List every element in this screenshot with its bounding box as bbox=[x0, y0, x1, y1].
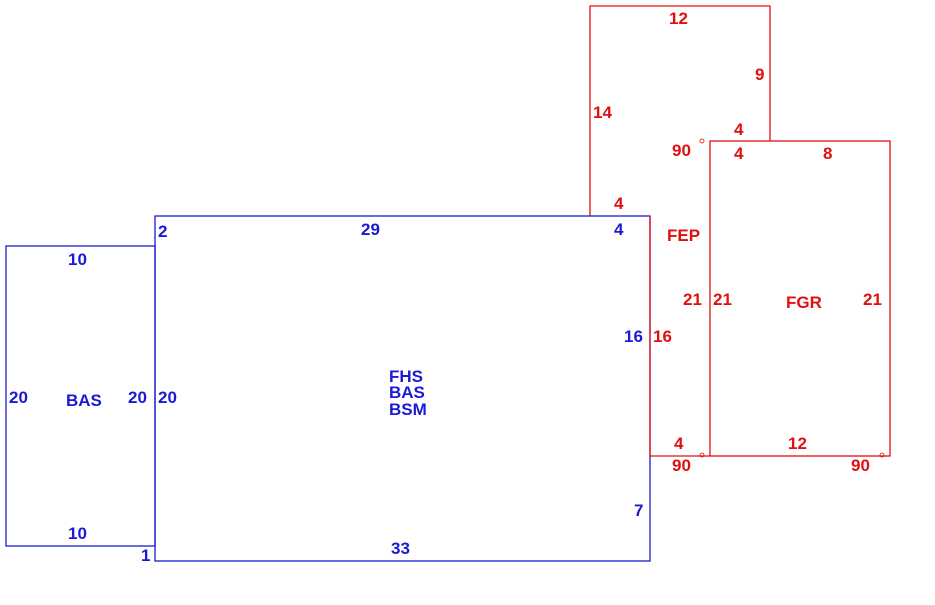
dimension-label: 9 bbox=[755, 65, 764, 84]
dimension-label: 2 bbox=[158, 222, 167, 241]
dimension-label: 4 bbox=[674, 434, 684, 453]
dimension-label: 33 bbox=[391, 539, 410, 558]
angle-mark bbox=[879, 452, 885, 458]
dimension-label: 21 bbox=[863, 290, 882, 309]
dimension-label: 4 bbox=[614, 220, 624, 239]
dimension-label: 10 bbox=[68, 250, 87, 269]
dimension-label: 4 bbox=[734, 144, 744, 163]
dimension-label: 14 bbox=[593, 103, 612, 122]
angle-label: 90 bbox=[851, 456, 870, 475]
dimension-label: 20 bbox=[158, 388, 177, 407]
dimension-label: 4 bbox=[734, 120, 744, 139]
dimension-label: 12 bbox=[788, 434, 807, 453]
area-label-fep: FEP bbox=[667, 226, 700, 245]
dimension-label: 7 bbox=[634, 501, 643, 520]
area-label-bas: BAS bbox=[66, 391, 102, 410]
dimension-label: 10 bbox=[68, 524, 87, 543]
area-label-fgr: FGR bbox=[786, 293, 822, 312]
angle-mark bbox=[699, 452, 705, 458]
dimension-label: 21 bbox=[683, 290, 702, 309]
dimension-label: 16 bbox=[624, 327, 643, 346]
dimension-label: 20 bbox=[128, 388, 147, 407]
fep-upper-outline bbox=[589, 5, 771, 216]
fgr-outline bbox=[709, 140, 891, 457]
dimension-label: 21 bbox=[713, 290, 732, 309]
area-label-bsm: BSM bbox=[389, 400, 427, 419]
dimension-label: 1 bbox=[141, 546, 150, 565]
angle-label: 90 bbox=[672, 141, 691, 160]
dimension-label: 29 bbox=[361, 220, 380, 239]
area-label-fhs: FHS bbox=[389, 367, 423, 386]
dimension-label: 20 bbox=[9, 388, 28, 407]
angle-label: 90 bbox=[672, 456, 691, 475]
angle-mark bbox=[699, 138, 705, 144]
dimension-label: 4 bbox=[614, 194, 624, 213]
fep-lower-outline bbox=[649, 216, 710, 457]
dimension-label: 16 bbox=[653, 327, 672, 346]
area-label-bas-main: BAS bbox=[389, 383, 425, 402]
dimension-label: 8 bbox=[823, 144, 832, 163]
dimension-label: 12 bbox=[669, 9, 688, 28]
